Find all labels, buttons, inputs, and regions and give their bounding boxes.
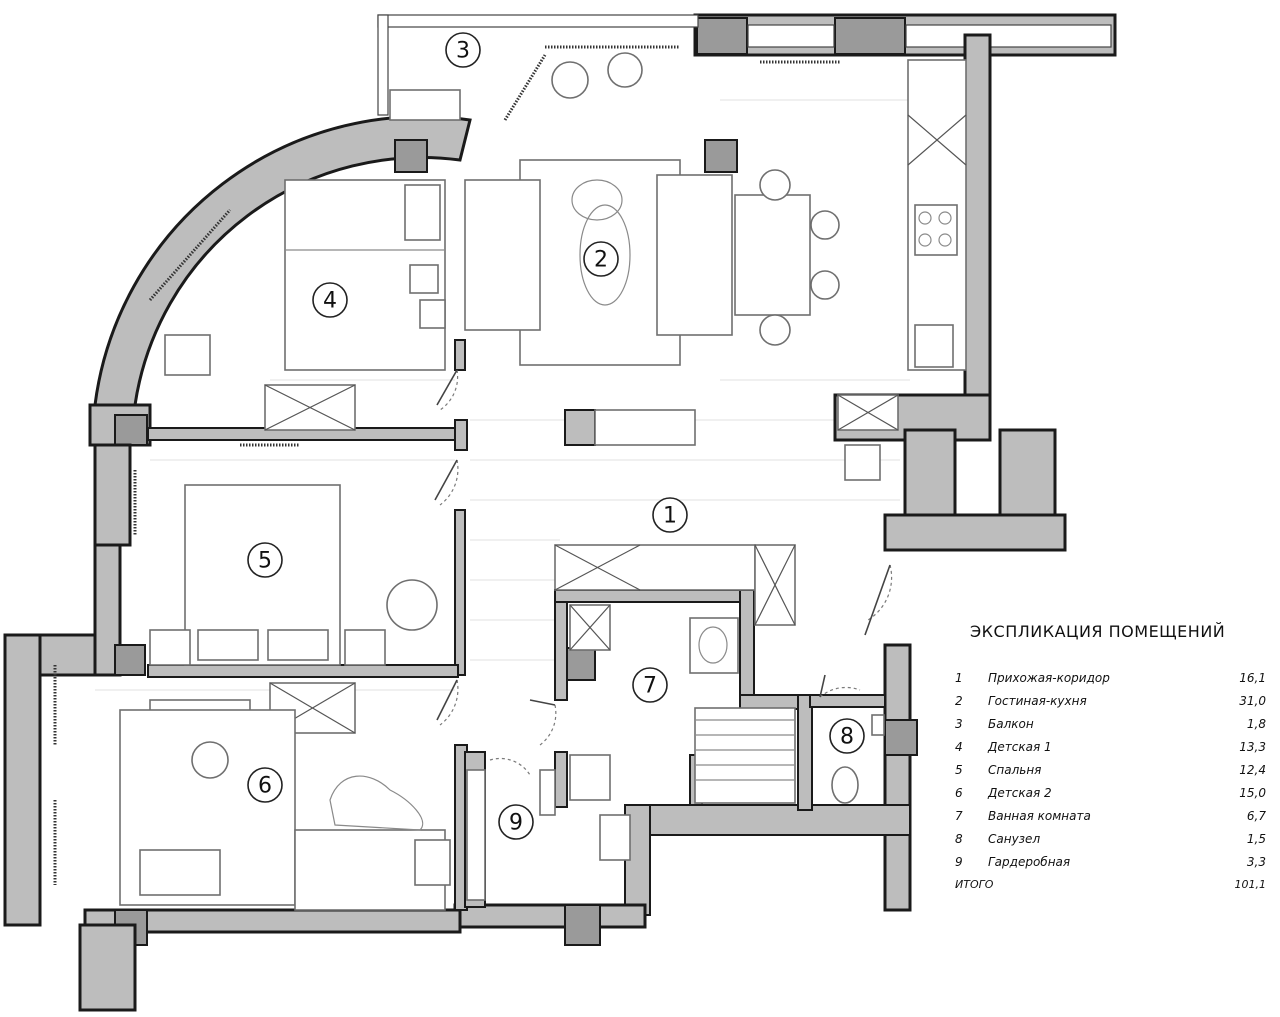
- room-marker-9: 9: [498, 804, 534, 840]
- room-marker-2: 2: [583, 241, 619, 277]
- legend-room-number: 2: [955, 694, 963, 708]
- room-markers: 1 2 3 4 5 6 7 8: [247, 32, 865, 840]
- legend-room-number: 1: [955, 671, 963, 685]
- legend-room-name: Санузел: [988, 832, 1041, 846]
- room-marker-8: 8: [829, 718, 865, 754]
- legend-room-area: 1,8: [1246, 717, 1266, 731]
- room-marker-7: 7: [632, 667, 668, 703]
- legend-room-area: 13,3: [1239, 740, 1266, 754]
- legend-room-area: 16,1: [1239, 671, 1266, 685]
- legend-room-area: 12,4: [1239, 763, 1266, 777]
- legend-room-name: Спальня: [988, 763, 1042, 777]
- room-number-2: 2: [594, 248, 608, 273]
- legend-room-name: Детская 1: [988, 740, 1052, 754]
- legend-room-area: 3,3: [1246, 855, 1266, 869]
- room-number-6: 6: [258, 774, 272, 799]
- doors: [434, 369, 893, 776]
- legend-title: ЭКСПЛИКАЦИЯ ПОМЕЩЕНИЙ: [970, 622, 1226, 641]
- legend-room-number: 4: [955, 740, 963, 754]
- room-marker-6: 6: [247, 767, 283, 803]
- legend-row: 5 Спальня 12,4: [950, 763, 1270, 786]
- legend-row: 2 Гостиная-кухня 31,0: [950, 694, 1270, 717]
- legend-room-area: 15,0: [1239, 786, 1266, 800]
- legend-total-row: ИТОГО 101,1: [950, 878, 1270, 901]
- legend-row: 9 Гардеробная 3,3: [950, 855, 1270, 878]
- legend-room-name: Гардеробная: [988, 855, 1071, 869]
- room-number-4: 4: [323, 289, 337, 314]
- room-number-9: 9: [509, 811, 523, 836]
- legend-row: 1 Прихожая-коридор 16,1: [950, 671, 1270, 694]
- room-marker-3: 3: [445, 32, 481, 68]
- room-number-5: 5: [258, 549, 272, 574]
- room-marker-1: 1: [652, 497, 688, 533]
- legend-row: 3 Балкон 1,8: [950, 717, 1270, 740]
- legend-room-number: 3: [955, 717, 963, 731]
- legend-room-area: 1,5: [1246, 832, 1266, 846]
- legend-room-area: 31,0: [1239, 694, 1266, 708]
- radiators: [53, 45, 840, 885]
- room-number-8: 8: [840, 725, 854, 750]
- legend-room-number: 6: [955, 786, 963, 800]
- furniture: [119, 52, 967, 911]
- legend-room-area: 6,7: [1246, 809, 1266, 823]
- legend-room-number: 5: [955, 763, 963, 777]
- room-number-7: 7: [643, 674, 657, 699]
- legend-room-name: Ванная комната: [988, 809, 1091, 823]
- legend-room-name: Прихожая-коридор: [988, 671, 1110, 685]
- legend-row: 7 Ванная комната 6,7: [950, 809, 1270, 832]
- legend-row: 8 Санузел 1,5: [950, 832, 1270, 855]
- legend-room-name: Детская 2: [988, 786, 1052, 800]
- room-marker-4: 4: [312, 282, 348, 318]
- legend-row: 4 Детская 1 13,3: [950, 740, 1270, 763]
- floor-pattern: [95, 99, 910, 691]
- legend-room-number: 9: [955, 855, 963, 869]
- legend-room-name: Балкон: [988, 717, 1034, 731]
- legend-room-name: Гостиная-кухня: [988, 694, 1087, 708]
- room-marker-5: 5: [247, 542, 283, 578]
- legend-room-number: 8: [955, 832, 963, 846]
- legend-room-number: 7: [955, 809, 963, 823]
- room-schedule-legend: ЭКСПЛИКАЦИЯ ПОМЕЩЕНИЙ 1 Прихожая-коридор…: [950, 622, 1270, 901]
- legend-row: 6 Детская 2 15,0: [950, 786, 1270, 809]
- room-number-3: 3: [456, 39, 470, 64]
- room-number-1: 1: [663, 504, 677, 529]
- legend-total-label: ИТОГО: [955, 878, 994, 891]
- legend-total-area: 101,1: [1234, 878, 1267, 891]
